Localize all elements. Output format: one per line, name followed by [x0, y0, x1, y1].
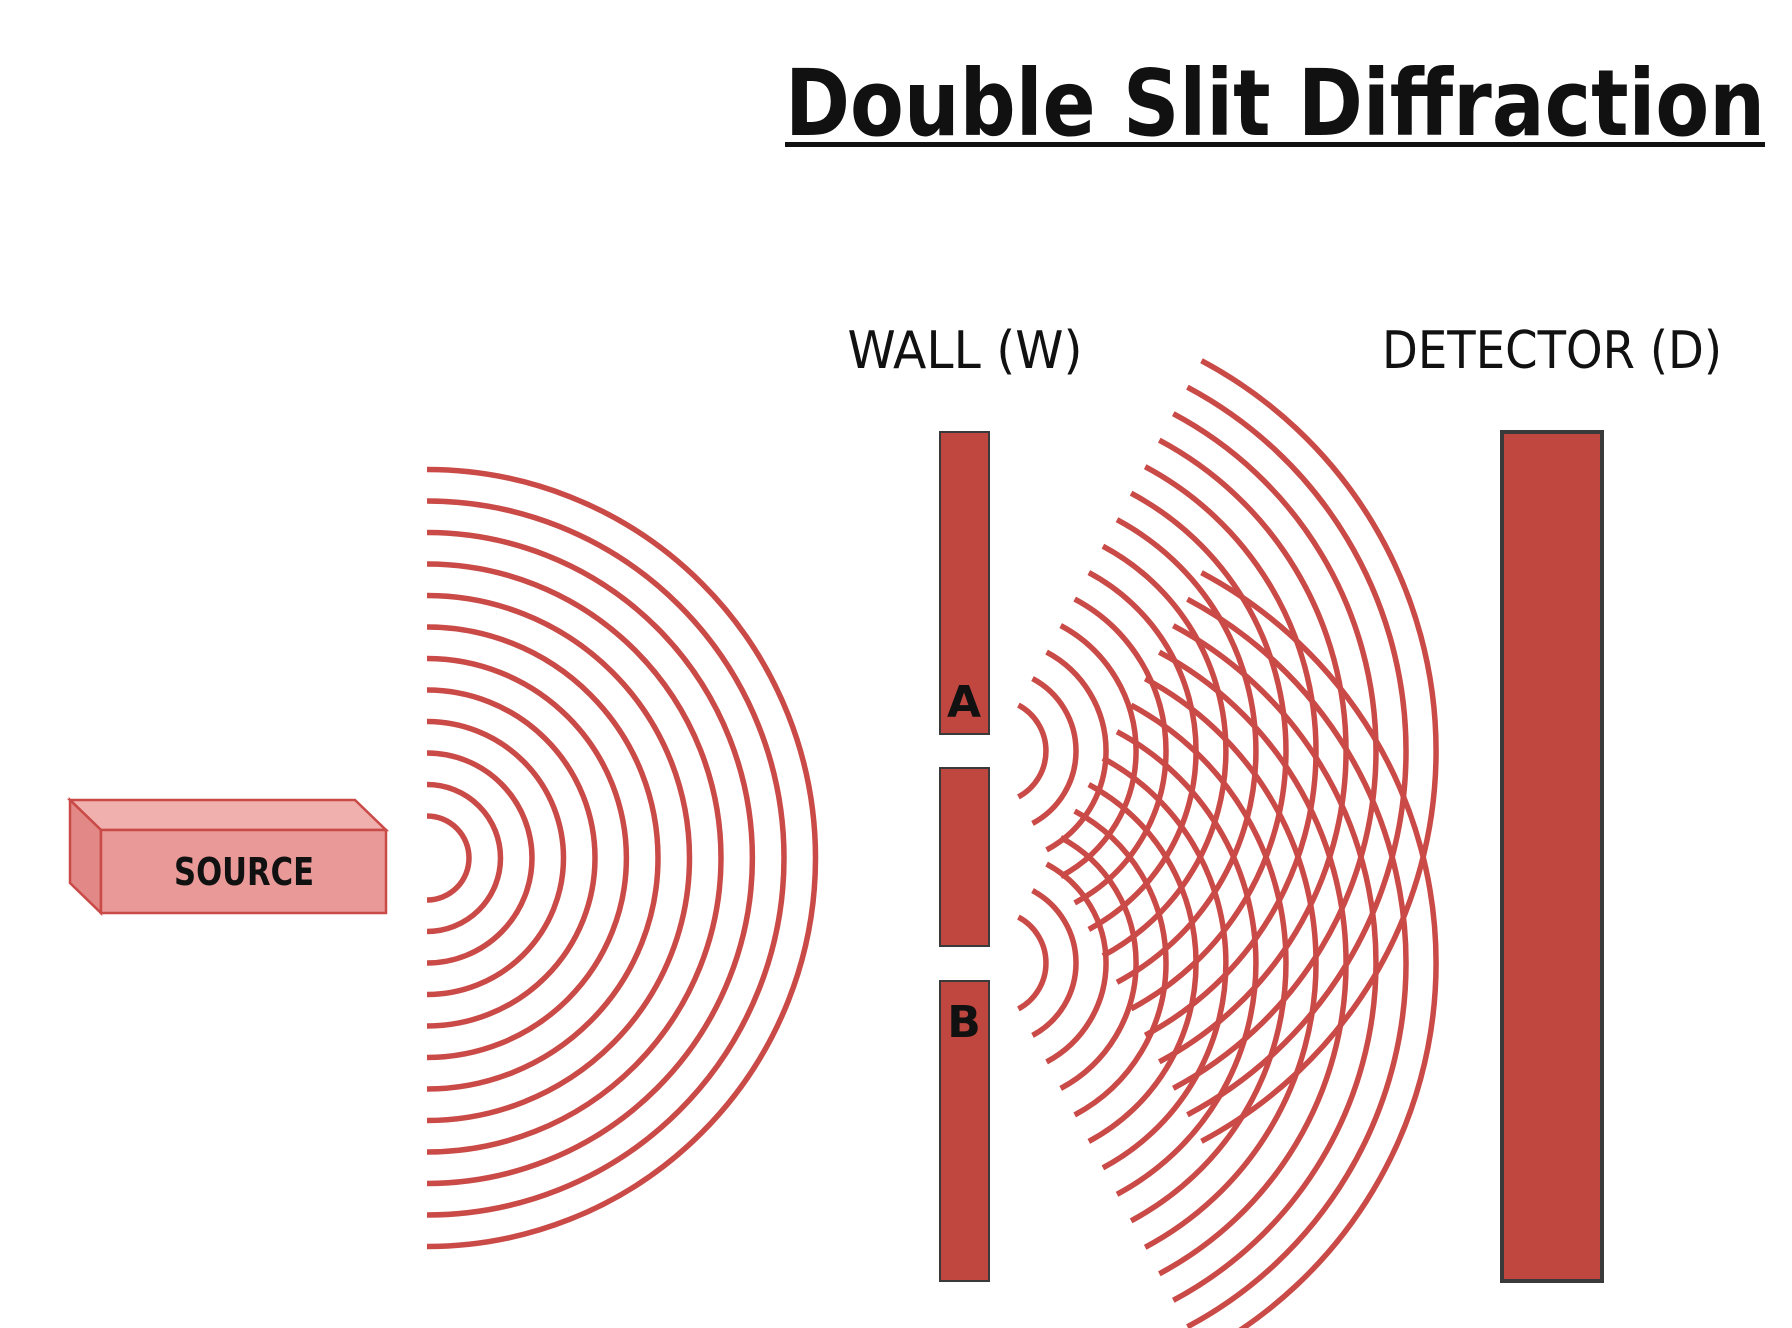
slit-a-wave-arc	[1172, 411, 1379, 1091]
slit-b-wave-arc	[1101, 755, 1229, 1171]
source-wave-arc	[426, 561, 724, 1155]
slit-b-wave-arc	[1073, 808, 1169, 1118]
wall-middle-segment	[939, 767, 990, 947]
slit-b-label: B	[947, 997, 981, 1048]
slit-a-wave-arc	[1143, 464, 1319, 1038]
slit-a-wave-arc	[1115, 517, 1259, 985]
source-box-top	[66, 798, 390, 832]
source-wave-arc	[426, 813, 472, 903]
slit-b-wave-arc	[1158, 649, 1349, 1277]
slit-b-wave-arc	[1031, 888, 1079, 1038]
slit-a-wave-arc	[1031, 676, 1079, 826]
detector-screen	[1500, 430, 1604, 1283]
source-wave-arc	[426, 592, 693, 1124]
slit-b-wave-arc	[1186, 596, 1409, 1328]
slit-a-wave-arc	[1186, 384, 1409, 1118]
slit-b-wave-arc	[1017, 914, 1049, 1012]
slit-b-wave-arc	[1172, 623, 1379, 1303]
source-label: SOURCE	[174, 850, 314, 894]
source-box: SOURCE	[66, 797, 390, 916]
source-wave-arc	[426, 655, 630, 1061]
source-wave-arc	[426, 781, 504, 935]
source-wavefronts	[426, 466, 819, 1250]
slit-a-wave-arc	[1200, 358, 1439, 1144]
slit-a-wave-arc	[1017, 702, 1049, 800]
wall-bottom-segment	[939, 980, 990, 1282]
slit-b-wave-arc	[1087, 782, 1199, 1144]
diagram-title: Double Slit Diffraction	[785, 50, 1765, 157]
wall: A B	[939, 431, 990, 1282]
source-wave-arc	[426, 718, 567, 998]
slit-b-wave-arc	[1143, 676, 1319, 1250]
source-wave-arc	[426, 624, 661, 1092]
detector-label: DETECTOR (D)	[1382, 321, 1722, 381]
source-wave-arc	[426, 498, 787, 1218]
slit-b-wave-arc	[1129, 702, 1289, 1224]
wall-top-segment	[939, 431, 990, 735]
slit-a-wave-arc	[1073, 596, 1169, 906]
slit-b-wave-arc	[1200, 570, 1439, 1328]
title-underline	[785, 142, 1765, 147]
source-wave-arc	[426, 750, 535, 966]
source-wave-arc	[426, 529, 756, 1187]
source-wave-arc	[426, 466, 819, 1250]
slit-b-wave-arc	[1045, 861, 1109, 1065]
slit-a-wave-arc	[1059, 623, 1139, 879]
slit-a-wave-arc	[1129, 490, 1289, 1012]
source-wave-arc	[426, 687, 598, 1029]
source-box-front	[99, 828, 388, 915]
slit-b-wave-arc	[1059, 835, 1139, 1091]
diffracted-wavefronts	[1017, 358, 1439, 1328]
slit-b-wave-arc	[1115, 729, 1259, 1197]
wall-label: WALL (W)	[848, 321, 1083, 381]
slit-a-label: A	[947, 677, 981, 728]
slit-a-wave-arc	[1101, 543, 1229, 959]
slit-a-wave-arc	[1045, 649, 1109, 853]
